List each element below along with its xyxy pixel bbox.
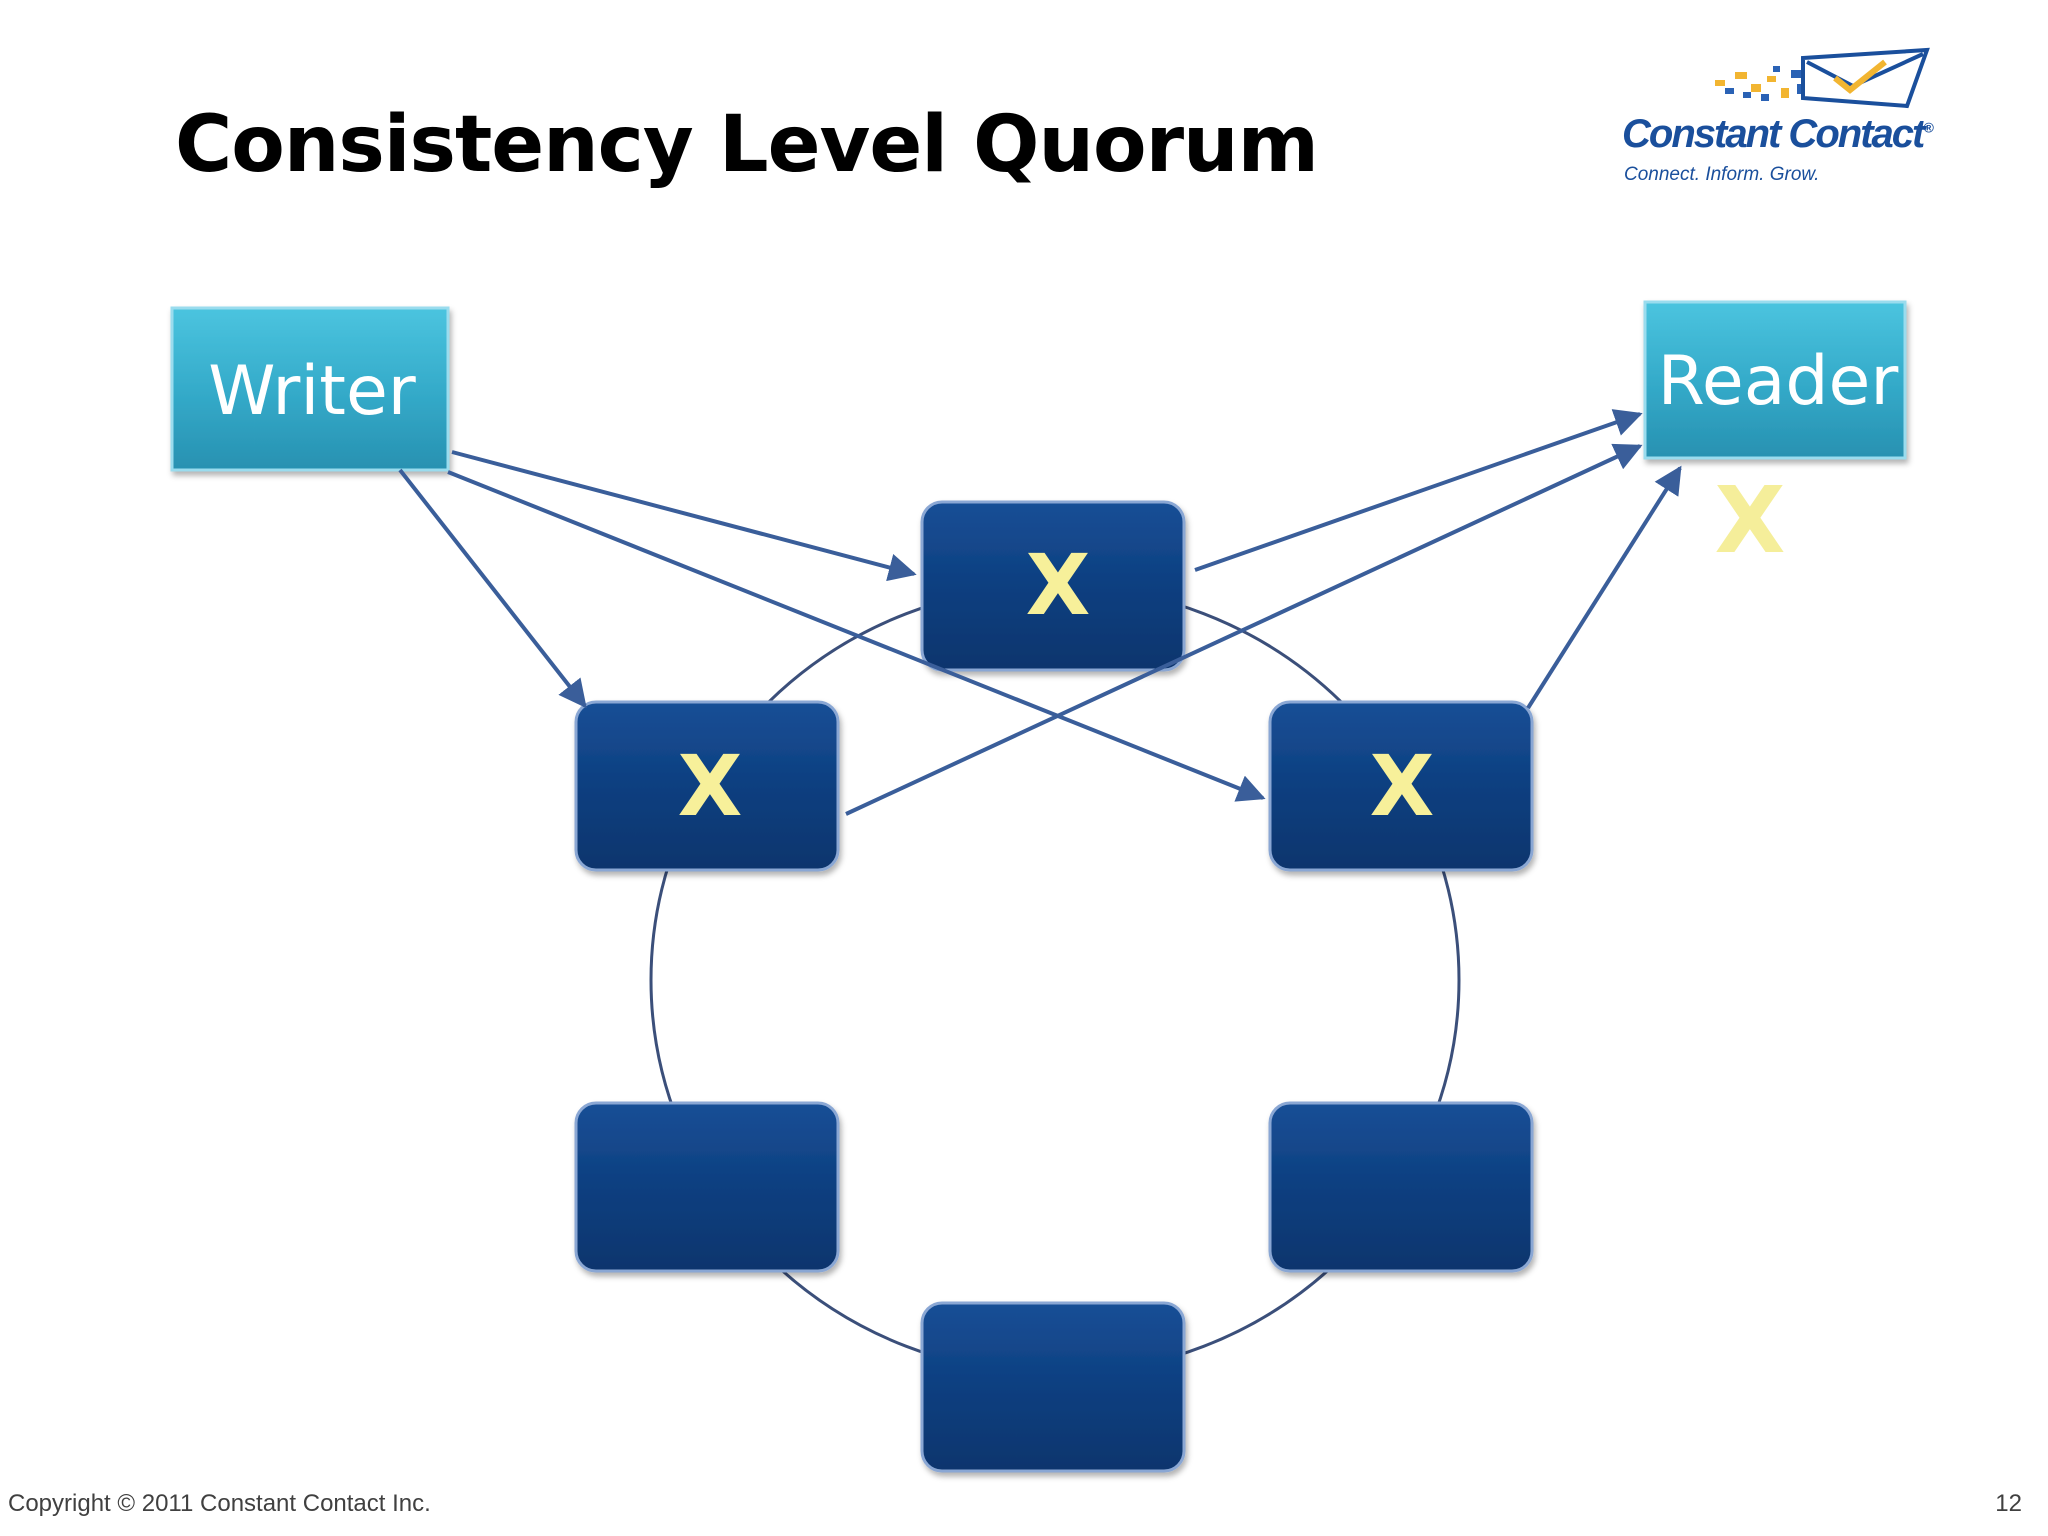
arrow-writer-to-upper-right (447, 470, 1266, 802)
writer-box (170, 306, 450, 472)
arrow-upper-left-to-reader (845, 443, 1643, 816)
reader-box (1643, 300, 1907, 460)
trademark-symbol: ® (1923, 119, 1933, 136)
logo-wordmark: Constant Contact® (1622, 112, 1934, 156)
node-upper-right-mark: X (1370, 737, 1435, 835)
envelope-icon (1715, 47, 1930, 109)
arrow-top-to-reader (1194, 409, 1643, 572)
node-lower-left (574, 1101, 840, 1273)
logo-tagline: Connect. Inform. Grow. (1624, 164, 1820, 185)
node-top-mark: X (1026, 536, 1091, 634)
reader-label: Reader (1658, 342, 1899, 421)
constant-contact-logo: Constant Contact® Connect. Inform. Grow. (1615, 40, 1935, 200)
node-top (920, 500, 1186, 672)
writer-label: Writer (208, 352, 416, 431)
node-upper-left-mark: X (678, 737, 743, 835)
arrow-upper-right-to-reader (1526, 465, 1682, 710)
node-lower-right (1268, 1101, 1534, 1273)
arrow-writer-to-upper-left (398, 468, 587, 709)
arrow-writer-to-top (451, 450, 917, 582)
slide-title: Consistency Level Quorum (175, 100, 1319, 190)
page-number: 12 (1995, 1490, 2022, 1517)
node-upper-right (1268, 700, 1534, 872)
copyright-text: Copyright © 2011 Constant Contact Inc. (8, 1490, 431, 1517)
node-upper-left (574, 700, 840, 872)
reader-mark: X (1715, 467, 1786, 574)
node-bottom (920, 1301, 1186, 1473)
